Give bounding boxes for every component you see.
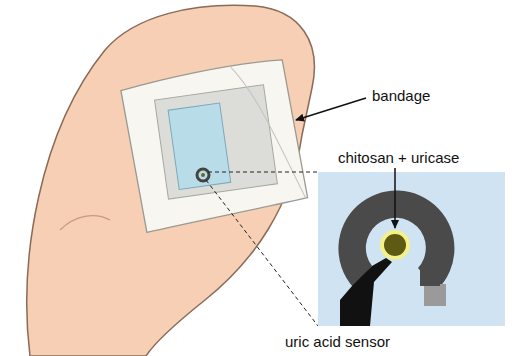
working-electrode	[380, 230, 410, 260]
leader-arrow	[296, 98, 366, 120]
elbow-crease	[60, 216, 110, 230]
ring-end	[420, 270, 440, 286]
small-sensor-dot	[201, 173, 205, 177]
bandage-drawing	[120, 58, 310, 233]
lead	[340, 258, 392, 326]
zoom-line	[206, 180, 318, 326]
zoom-line	[208, 172, 318, 173]
part-label: chitosan + uricase	[336, 149, 461, 167]
sensor-ring	[338, 191, 454, 290]
chitosan-uricase	[384, 234, 406, 256]
small-sensor	[197, 169, 209, 181]
part-label: bandage	[370, 87, 432, 105]
inset-panel	[318, 172, 505, 326]
arm	[27, 5, 315, 356]
leader-arrow	[394, 168, 396, 228]
part-label: uric acid sensor	[283, 333, 392, 351]
contact-pad	[424, 284, 446, 306]
